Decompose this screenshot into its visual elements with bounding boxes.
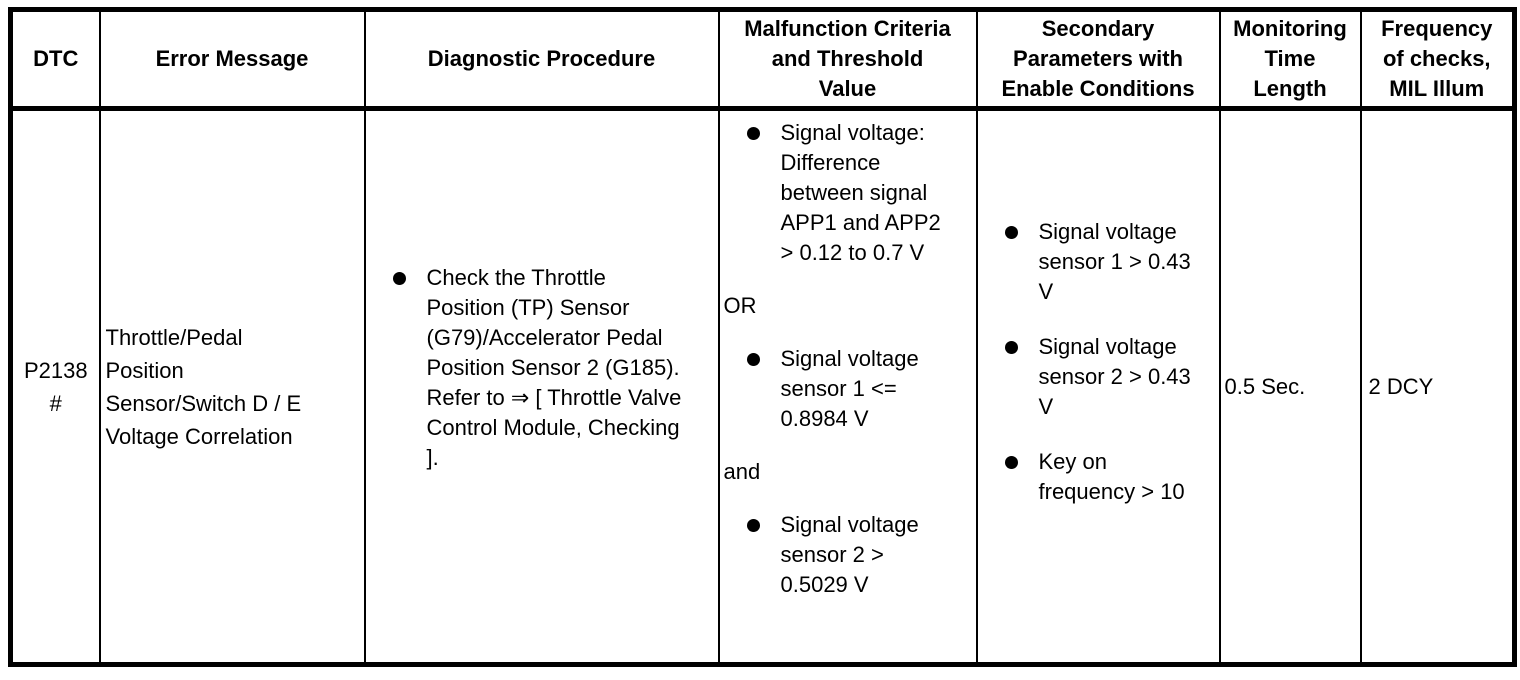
list-item: Signal voltage sensor 1 > 0.43 V bbox=[979, 217, 1218, 307]
parameter-text: Signal voltage sensor 2 > 0.43 V bbox=[1038, 334, 1191, 419]
diagnostic-step-text: Check the Throttle Position (TP) Sensor … bbox=[426, 265, 682, 470]
logical-connector-and: and bbox=[723, 459, 761, 484]
col-header-diagnostic-procedure: Diagnostic Procedure bbox=[363, 8, 720, 111]
parameter-text: Key on frequency > 10 bbox=[1038, 449, 1185, 504]
monitoring-time-value: 0.5 Sec. bbox=[1224, 373, 1306, 399]
header-row: DTC Error Message Diagnostic Procedure M… bbox=[9, 8, 1516, 111]
bullet-icon bbox=[1004, 226, 1018, 239]
criteria-text: Signal voltage sensor 2 > 0.5029 V bbox=[780, 512, 919, 597]
cell-error-message: Throttle/Pedal Position Sensor/Switch D … bbox=[98, 107, 366, 666]
list-item: Check the Throttle Position (TP) Sensor … bbox=[367, 263, 717, 473]
bullet-icon bbox=[746, 353, 760, 366]
col-header-malfunction-criteria: Malfunction Criteria and Threshold Value bbox=[717, 8, 978, 111]
list-item: Signal voltage: Difference between signa… bbox=[721, 118, 975, 268]
list-item: Signal voltage sensor 2 > 0.5029 V bbox=[721, 510, 975, 600]
cell-frequency-of-checks: 2 DCY bbox=[1359, 107, 1516, 666]
dtc-code: P2138 bbox=[23, 357, 88, 383]
col-header-secondary-parameters: Secondary Parameters with Enable Conditi… bbox=[975, 8, 1221, 111]
dtc-table: DTC Error Message Diagnostic Procedure M… bbox=[8, 7, 1517, 667]
cell-secondary-parameters: Signal voltage sensor 1 > 0.43 V Signal … bbox=[975, 107, 1221, 666]
bullet-icon bbox=[392, 272, 406, 285]
logical-connector-or: OR bbox=[723, 293, 757, 318]
dtc-flag: # bbox=[49, 390, 62, 416]
list-item: Key on frequency > 10 bbox=[979, 447, 1218, 507]
frequency-value: 2 DCY bbox=[1368, 373, 1434, 399]
cell-malfunction-criteria: Signal voltage: Difference between signa… bbox=[717, 107, 978, 666]
parameter-text: Signal voltage sensor 1 > 0.43 V bbox=[1038, 219, 1191, 304]
error-message-text: Throttle/Pedal Position Sensor/Switch D … bbox=[105, 324, 302, 449]
cell-monitoring-time: 0.5 Sec. bbox=[1218, 107, 1362, 666]
col-header-dtc: DTC bbox=[9, 8, 101, 111]
col-header-monitoring-time: Monitoring Time Length bbox=[1218, 8, 1362, 111]
bullet-icon bbox=[746, 127, 760, 140]
col-header-error-message: Error Message bbox=[98, 8, 366, 111]
cell-dtc: P2138 # bbox=[9, 107, 101, 666]
criteria-text: Signal voltage sensor 1 <= 0.8984 V bbox=[780, 346, 919, 431]
list-item: Signal voltage sensor 1 <= 0.8984 V bbox=[721, 344, 975, 434]
list-item: Signal voltage sensor 2 > 0.43 V bbox=[979, 332, 1218, 422]
criteria-text: Signal voltage: Difference between signa… bbox=[780, 120, 941, 265]
cell-diagnostic-procedure: Check the Throttle Position (TP) Sensor … bbox=[363, 107, 720, 666]
bullet-icon bbox=[1004, 341, 1018, 354]
col-header-frequency-of-checks: Frequency of checks, MIL Illum bbox=[1359, 8, 1516, 111]
table-row: P2138 # Throttle/Pedal Position Sensor/S… bbox=[9, 107, 1516, 666]
bullet-icon bbox=[746, 519, 760, 532]
bullet-icon bbox=[1004, 456, 1018, 469]
